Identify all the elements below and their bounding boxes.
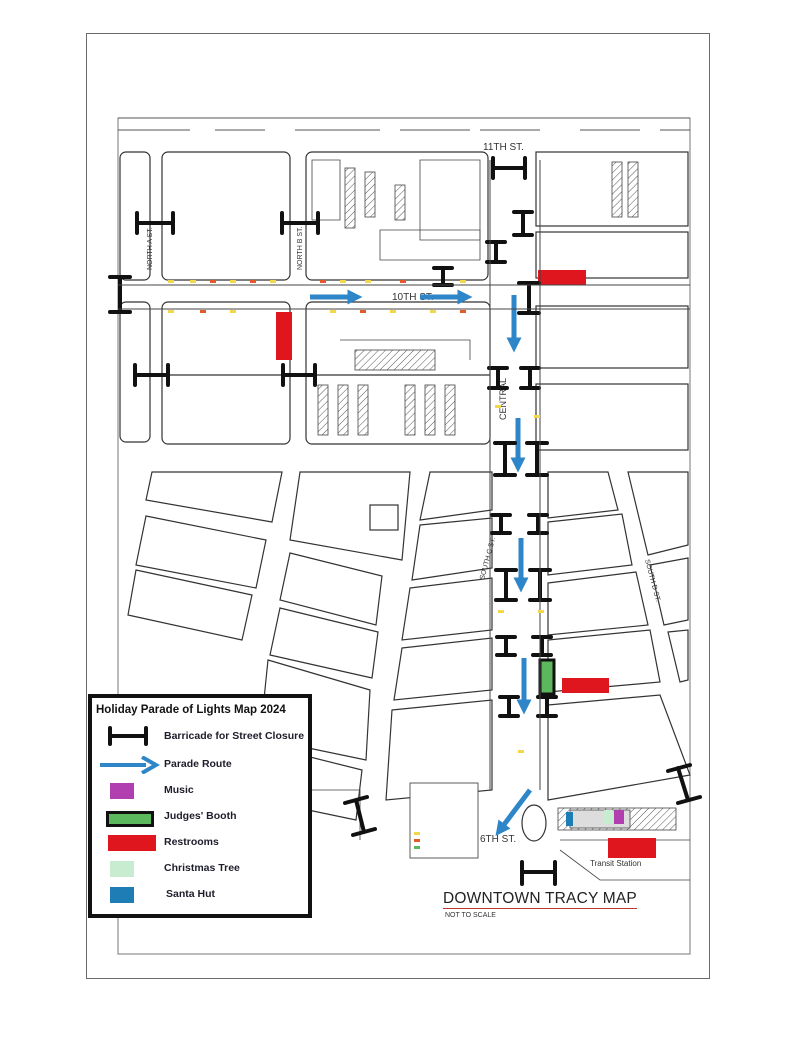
map-title: DOWNTOWN TRACY MAP: [443, 890, 637, 907]
legend-item-barricade: Barricade for Street Closure: [92, 726, 308, 748]
restroom-north-b: [276, 312, 292, 360]
judges-booth-swatch: [106, 811, 154, 827]
street-label-central: CENTRAL: [498, 378, 508, 420]
barricade-icon: [494, 568, 518, 602]
barricade-icon: [520, 860, 557, 886]
restroom-transit: [608, 838, 656, 858]
barricade-icon: [666, 763, 702, 805]
barricade-icon: [108, 726, 148, 746]
street-label-north-a: NORTH A ST.: [147, 227, 154, 270]
barricade-icon: [531, 635, 553, 657]
legend-item-restrooms: Restrooms: [92, 832, 308, 854]
barricade-icon: [495, 635, 517, 657]
north-blocks: [119, 151, 689, 451]
restrooms-swatch: [108, 835, 156, 851]
parking-legend-box: [409, 782, 479, 859]
legend-label: Christmas Tree: [164, 862, 240, 874]
barricade-icon: [525, 441, 549, 477]
map-area: [117, 117, 691, 955]
street-label-north-b: NORTH B ST.: [297, 227, 304, 270]
restroom-10th-east: [538, 270, 586, 285]
legend-label: Judges' Booth: [164, 810, 237, 822]
barricade-icon: [343, 795, 377, 837]
legend-item-parade-route: Parade Route: [92, 754, 308, 776]
street-label-6th: 6TH ST.: [480, 834, 516, 845]
parking-markers: [168, 280, 544, 753]
central-street: [118, 160, 690, 790]
legend-item-christmas-tree: Christmas Tree: [92, 858, 308, 880]
legend-label: Barricade for Street Closure: [164, 730, 305, 742]
barricade-icon: [490, 513, 512, 535]
parade-route-arrow: [495, 788, 532, 836]
legend-item-music: Music: [92, 780, 308, 802]
title-underline: [443, 908, 637, 909]
judges-booth: [538, 658, 556, 696]
street-label-11th: 11TH ST.: [483, 142, 524, 153]
barricade-icon: [527, 513, 549, 535]
parade-route: [310, 289, 532, 836]
legend-label: Music: [164, 784, 194, 796]
barricade-icon: [487, 366, 509, 390]
barricade-icon: [498, 695, 520, 718]
barricade-icon: [108, 275, 132, 314]
barricade-icon: [280, 211, 320, 235]
santa-hut-swatch: [110, 887, 134, 903]
barricade-icon: [536, 695, 558, 718]
transit-station-label: Transit Station: [590, 859, 641, 868]
map-subtitle: NOT TO SCALE: [445, 912, 496, 919]
barricade-icon: [519, 366, 541, 390]
legend-label: Santa Hut: [166, 888, 216, 900]
barricade-icon: [517, 281, 541, 315]
street-label-10th: 10TH ST.: [392, 292, 434, 303]
legend-label: Parade Route: [164, 758, 232, 770]
buildings: [311, 159, 481, 360]
barricades: [108, 156, 702, 886]
barricade-icon: [133, 363, 170, 387]
map-frame: [86, 33, 710, 979]
barricade-icon: [491, 156, 527, 180]
restroom-south-central: [562, 678, 609, 693]
christmas-tree: [604, 810, 613, 824]
christmas-tree-swatch: [110, 861, 134, 877]
south-blocks: [127, 471, 691, 821]
barricade-icon: [493, 441, 517, 477]
barricade-icon: [135, 211, 175, 235]
parking-lots: [317, 161, 639, 436]
music-stage: [614, 810, 624, 824]
barricade-icon: [281, 363, 317, 387]
legend-title: Holiday Parade of Lights Map 2024: [96, 704, 286, 716]
restrooms: [276, 270, 656, 858]
map-legend: Holiday Parade of Lights Map 2024 Barric…: [88, 694, 312, 918]
legend-item-santa-hut: Santa Hut: [92, 884, 308, 906]
legend-label: Restrooms: [164, 836, 219, 848]
parade-route-arrow-icon: [100, 756, 160, 774]
music-swatch: [110, 783, 134, 799]
barricade-icon: [512, 210, 534, 237]
legend-item-judges-booth: Judges' Booth: [92, 806, 308, 828]
santa-hut: [566, 812, 573, 826]
